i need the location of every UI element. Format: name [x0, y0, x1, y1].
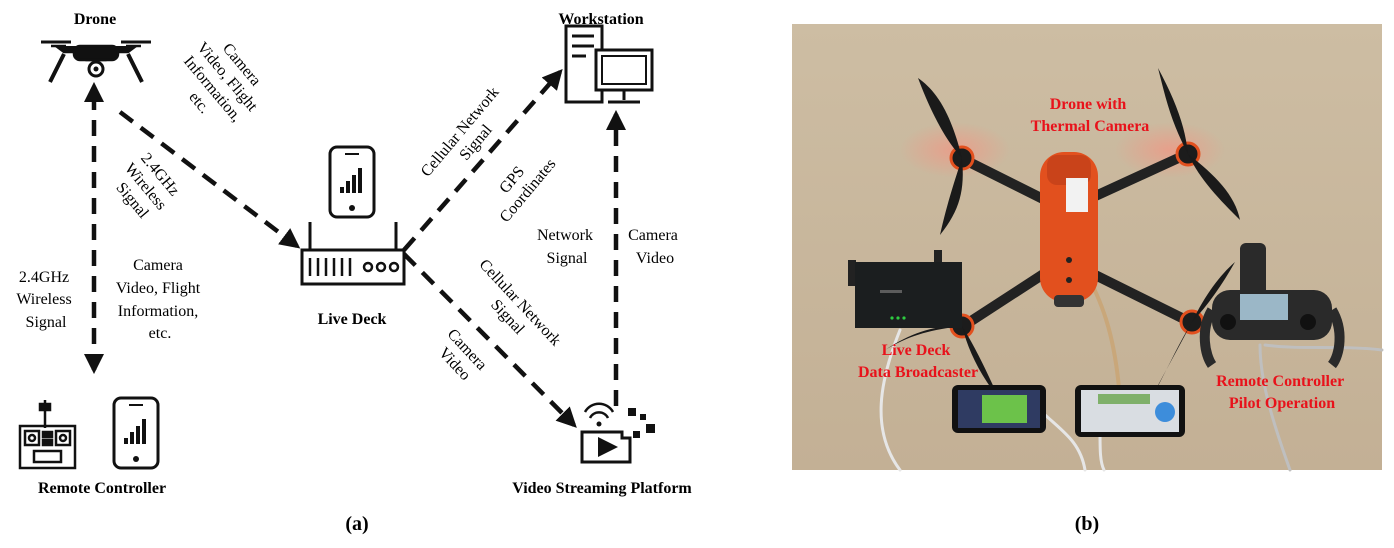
edge-drone-deck — [118, 110, 301, 249]
label-remote-controller: Remote Controller Pilot Operation — [1216, 373, 1348, 412]
edge-deck-workstation — [402, 68, 563, 252]
phone-icon — [328, 145, 376, 219]
edge-label-network-signal: Network Signal — [537, 227, 597, 267]
video-streaming-icon — [580, 402, 655, 464]
drone-photo — [885, 68, 1240, 400]
remote-controller-device — [1199, 243, 1345, 369]
edge-label-rc-right: Camera Video, Flight Information, etc. — [116, 257, 204, 342]
live-deck-label: Live Deck — [318, 311, 387, 328]
drone-icon — [41, 40, 151, 83]
workstation-label: Workstation — [558, 11, 643, 28]
drone-label: Drone — [74, 11, 116, 28]
phone-left — [952, 385, 1046, 433]
label-live-deck: Live Deck Data Broadcaster — [858, 342, 978, 381]
svg-text:Camera Video, Flight: Camera Video, Flight Information, etc. — [164, 27, 277, 142]
phone-right — [1075, 385, 1185, 437]
live-deck-device — [848, 250, 962, 328]
edge-label-deck-ws-gps: GPS Coordinates — [482, 143, 559, 226]
panel-a-diagram: Drone Workstation — [16, 11, 692, 535]
router-icon — [300, 222, 406, 286]
caption-b: (b) — [1075, 513, 1099, 535]
svg-text:2.4GHz Wireless: 2.4GHz Wireless Signal — [106, 148, 186, 229]
edges — [83, 68, 627, 428]
panel-b-photo: Drone with Thermal Camera Live Deck Data… — [792, 24, 1384, 535]
remote-controller-label: Remote Controller — [38, 480, 166, 497]
edge-deck-vsp — [402, 252, 577, 428]
remote-phone-icon — [112, 396, 160, 470]
label-drone-thermal: Drone with Thermal Camera — [1031, 96, 1150, 135]
video-platform-label: Video Streaming Platform — [512, 480, 692, 497]
edge-label-drone-deck: Camera Video, Flight Information, etc. — [164, 27, 277, 142]
caption-a: (a) — [345, 513, 368, 535]
edge-label-camera-video-right: Camera Video — [628, 227, 682, 267]
workstation-icon — [564, 24, 654, 104]
edge-label-rc-drone-diag: 2.4GHz Wireless Signal — [106, 148, 186, 229]
svg-text:GPS Coordinates: GPS Coordinates — [482, 143, 559, 225]
edge-label-rc-left: 2.4GHz Wireless Signal — [16, 269, 75, 331]
remote-controller-icon — [18, 400, 77, 470]
